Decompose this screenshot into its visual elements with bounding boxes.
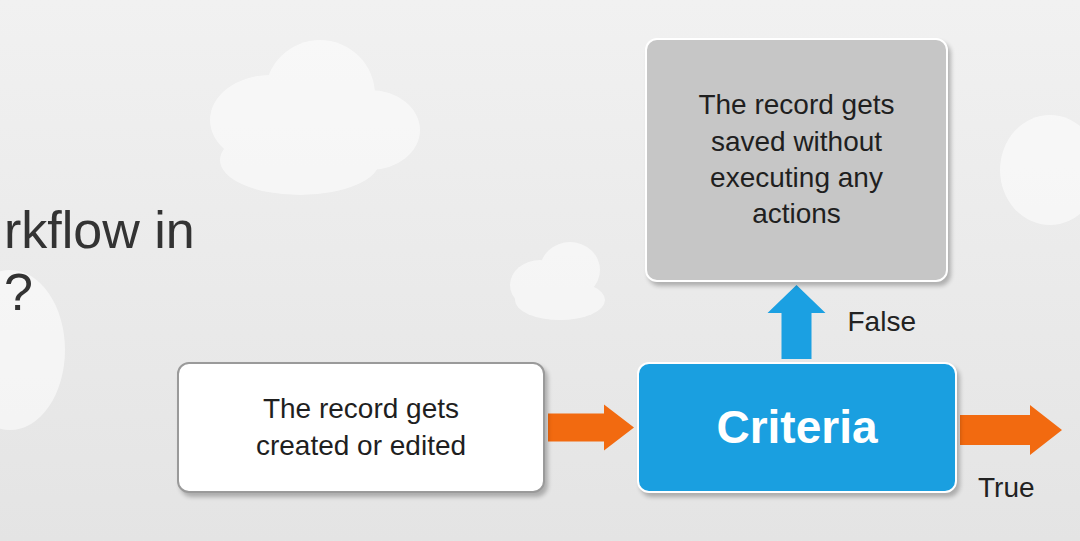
criteria-box: Criteria <box>637 362 957 493</box>
node-text: The record gets created or edited <box>236 391 486 464</box>
block-arrow <box>548 405 634 451</box>
no-action-box: The record gets saved without executing … <box>645 38 948 282</box>
node-text: Criteria <box>657 398 937 458</box>
title-fragment: ? <box>4 262 33 322</box>
true-label: True <box>978 472 1035 504</box>
edge-label: False <box>848 306 916 338</box>
title-fragment: rkflow in <box>4 200 195 260</box>
arrow-shape <box>768 285 826 359</box>
start-box: The record gets created or edited <box>177 362 545 493</box>
node-text: The record gets saved without executing … <box>679 87 914 233</box>
true-arrow <box>960 405 1062 455</box>
arrow-shape <box>548 405 634 451</box>
block-arrow <box>768 285 826 359</box>
